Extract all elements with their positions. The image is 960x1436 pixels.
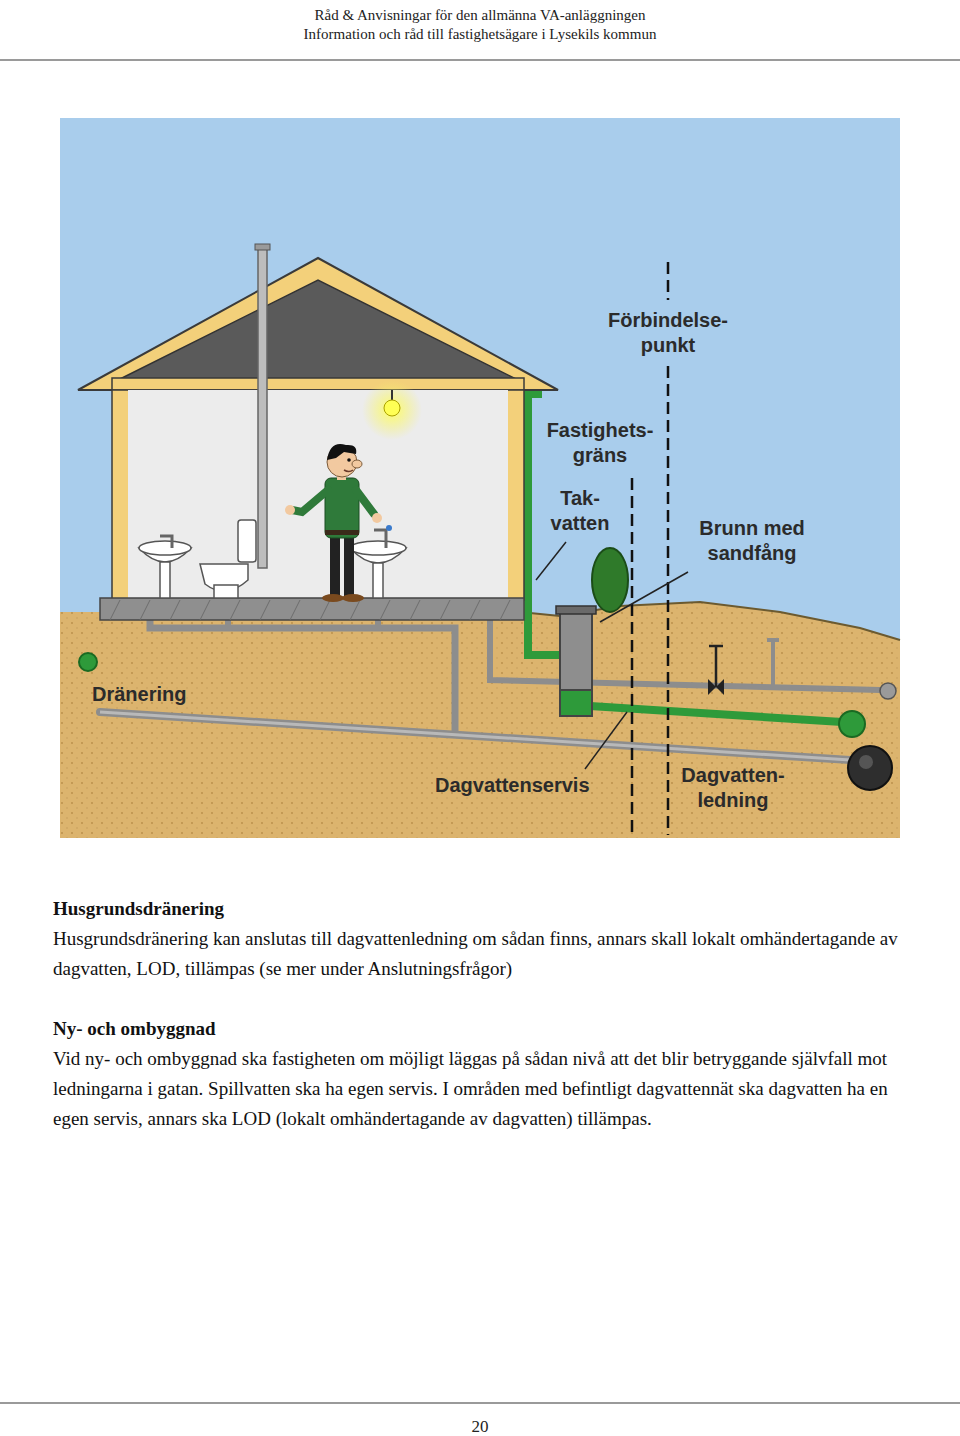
body-paragraph: Husgrundsdränering kan anslutas till dag… (53, 924, 923, 984)
illustration-label: Förbindelse- punkt (608, 308, 728, 358)
header-text: Information och råd till fastighetsägare… (0, 25, 960, 44)
page-number: 20 (0, 1416, 960, 1436)
footer-rule (0, 1402, 960, 1404)
section-heading: Ny- och ombyggnad (53, 1014, 216, 1044)
illustration-label: Dagvatten- ledning (681, 763, 784, 813)
illustration-label: Tak- vatten (551, 486, 610, 536)
body-paragraph: Vid ny- och ombyggnad ska fastigheten om… (53, 1044, 923, 1134)
pipes (79, 390, 896, 790)
illustration-label: Dagvattenservis (435, 773, 590, 798)
header-rule (0, 59, 960, 61)
sky (60, 118, 900, 838)
illustration-label: Fastighets- gräns (547, 418, 654, 468)
house (78, 244, 558, 620)
leader-lines (536, 542, 688, 769)
well (556, 606, 596, 716)
ground (60, 602, 900, 838)
section-heading: Husgrundsdränering (53, 894, 224, 924)
bush (592, 548, 628, 612)
header-text: Råd & Anvisningar för den allmänna VA-an… (0, 6, 960, 25)
illustration-label: Dränering (92, 682, 186, 707)
illustration-label: Brunn med sandfång (690, 516, 815, 566)
